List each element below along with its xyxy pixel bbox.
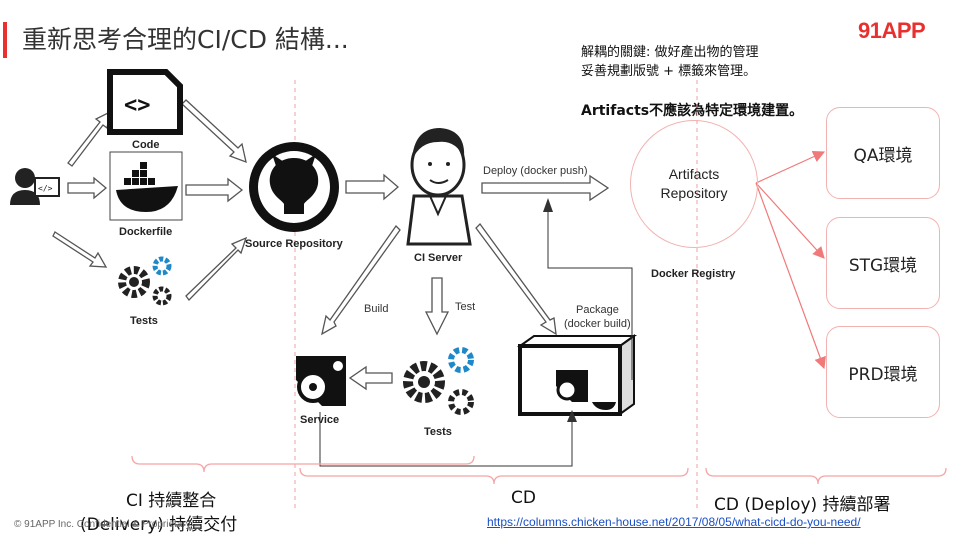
brace-cd [299,467,689,485]
label-build: Build [364,303,389,315]
arrow-to-prd [755,182,826,370]
group-label-cd: CD [511,488,536,508]
group-label-ci: CI 持續整合 [126,491,217,511]
arrow-repo-to-ci [345,173,399,201]
arrow-dev-to-dockerfile [67,176,108,200]
brace-cd-deploy [705,467,947,485]
label-tests-mid: Tests [424,426,452,438]
note-strong: Artifacts不應該為特定環境建置。 [581,103,804,119]
arrow-code-to-repo [181,99,247,164]
brace-ci [131,455,475,473]
arrow-dev-to-tests [52,231,108,268]
service-icon [296,356,346,406]
label-ci-server: CI Server [414,252,463,264]
gears-left-icon [118,256,172,306]
note-text: 解耦的關鍵: 做好產出物的管理 妥善規劃版號 + 標籤來管理。 [581,43,759,81]
label-dockerfile: Dockerfile [119,226,173,238]
arrow-tests-to-service [348,365,393,391]
label-tests-left: Tests [130,315,158,327]
label-code: Code [132,139,160,151]
label-package: Package [576,304,619,316]
svg-text:</>: </> [38,184,53,193]
arrow-dockerfile-to-repo [185,177,244,203]
arrow-dev-to-code [67,110,111,167]
env-qa: QA環境 [826,107,940,199]
title-accent-bar [3,22,7,58]
docker-whale-icon [109,151,183,221]
group-label-delivery: (Delivery) 持續交付 [80,515,238,535]
env-stg: STG環境 [826,217,940,309]
slide-title: 重新思考合理的CI/CD 結構... [22,25,349,54]
github-icon [249,142,339,232]
artifacts-line-2: Repository [660,185,728,201]
arrow-test [424,277,450,336]
label-deploy: Deploy (docker push) [483,165,588,177]
env-arrows [755,151,826,370]
arrow-build [321,224,401,336]
brand-logo: 91APP [858,18,926,43]
arrow-to-stg [755,182,825,259]
arrow-to-qa [755,151,826,184]
label-package-docker-build: (docker build) [564,318,631,330]
label-test: Test [455,301,476,313]
label-docker-registry: Docker Registry [651,268,736,280]
code-file-icon: <> [107,69,183,135]
label-source-repository: Source Repository [245,238,343,250]
artifacts-repository: Artifacts Repository [630,120,758,248]
env-prd: PRD環境 [826,326,940,418]
docker-container-icon [516,334,638,416]
svg-text:<>: <> [124,93,151,118]
note-line-1: 解耦的關鍵: 做好產出物的管理 [581,45,759,60]
group-label-cd-deploy: CD (Deploy) 持續部署 [714,495,891,515]
arrow-tests-to-repo [185,236,248,301]
artifacts-line-1: Artifacts [668,166,720,182]
copyright-text: © 91APP Inc. Confidential & Proprietary [14,519,191,530]
note-line-2: 妥善規劃版號 + 標籤來管理。 [581,64,757,79]
arrow-deploy [481,174,610,202]
reference-link[interactable]: https://columns.chicken-house.net/2017/0… [487,515,861,529]
developer-icon: </> [10,168,60,205]
arrow-package [475,223,557,336]
jenkins-butler-icon [406,128,472,246]
input-arrows [52,99,610,391]
gears-middle-icon [403,347,474,415]
label-service: Service [300,414,340,426]
